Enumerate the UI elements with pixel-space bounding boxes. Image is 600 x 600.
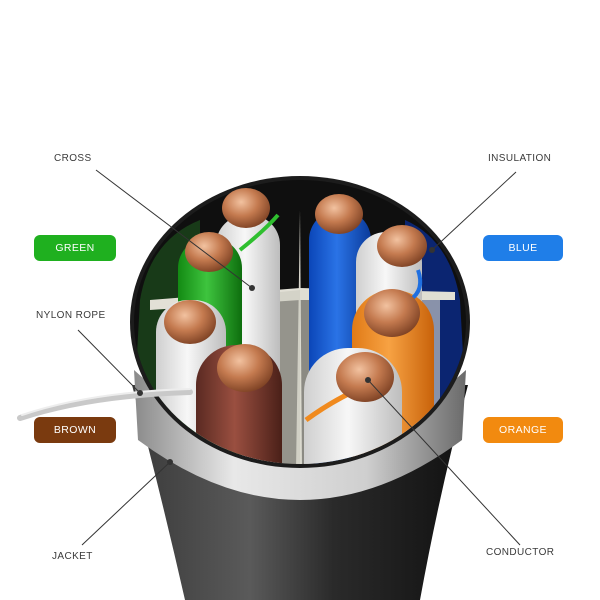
leader-dots: [137, 247, 435, 465]
pair-label-blue: BLUE: [483, 235, 563, 261]
copper-conductors: [164, 188, 427, 402]
label-jacket: JACKET: [52, 551, 93, 562]
pair-label-orange: ORANGE: [483, 417, 563, 443]
wire-brown: [196, 345, 282, 464]
nylon-rope: [17, 389, 193, 421]
label-nylon-rope: NYLON ROPE: [36, 310, 106, 321]
label-cross: CROSS: [54, 153, 92, 164]
foil-shield: [134, 370, 466, 500]
pair-label-brown: BROWN: [34, 417, 116, 443]
label-conductor: CONDUCTOR: [486, 547, 555, 558]
leader-lines: [77, 169, 521, 546]
pair-label-green: GREEN: [34, 235, 116, 261]
label-insulation: INSULATION: [488, 153, 552, 164]
